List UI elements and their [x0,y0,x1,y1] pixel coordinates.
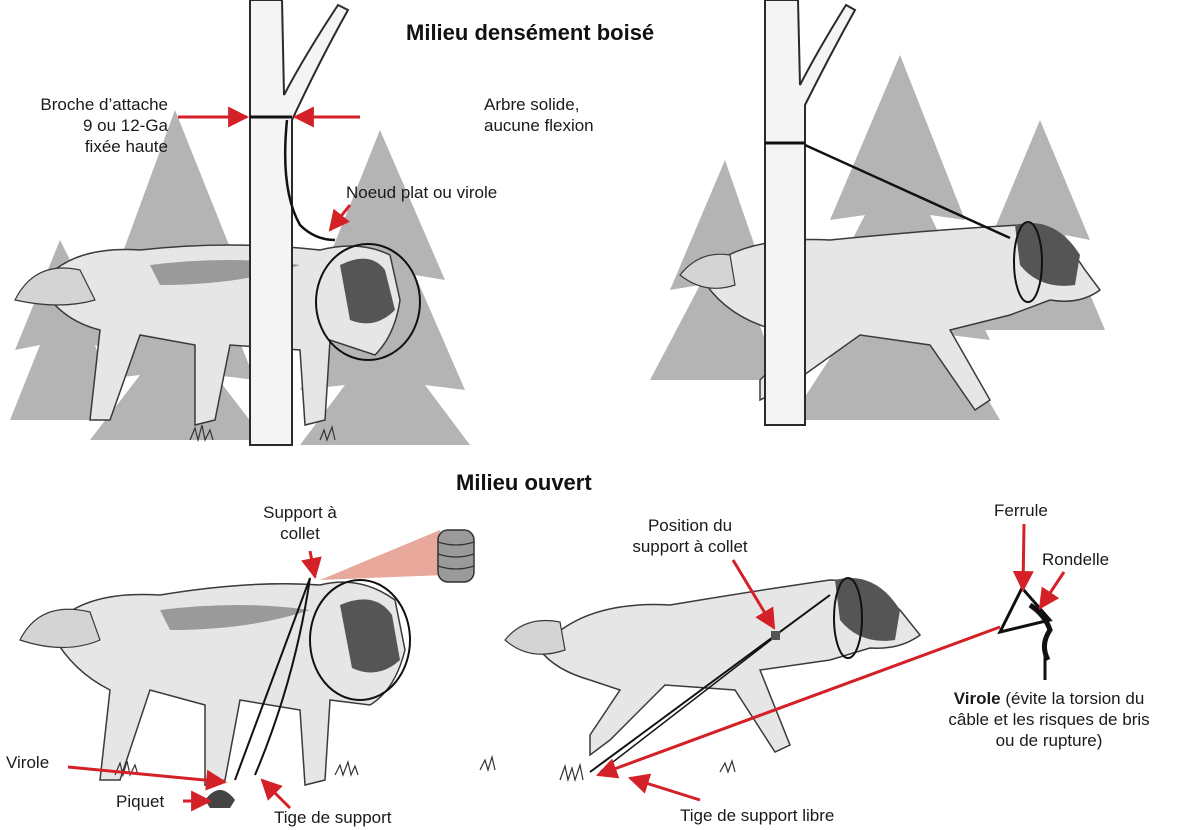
label-swivel-bold: Virole [954,689,1001,708]
label-rod: Tige de support [274,807,392,828]
label-support-line2: collet [240,523,360,544]
open-scene-left [20,530,474,808]
label-tree-line1: Arbre solide, [484,94,594,115]
label-piquet: Piquet [116,791,164,812]
label-position-line2: support à collet [600,536,780,557]
label-swivel-line1: (évite la torsion du [1001,689,1145,708]
label-tree: Arbre solide, aucune flexion [484,94,594,136]
label-swivel-line2: câble et les risques de bris [920,709,1178,730]
label-support-line1: Support à [240,502,360,523]
label-washer: Rondelle [1042,549,1109,570]
label-position-line1: Position du [600,515,780,536]
label-virole-left: Virole [6,752,49,773]
open-scene-middle [480,578,920,780]
label-swivel-line1-wrap: Virole (évite la torsion du [920,688,1178,709]
grass-bottom-middle [480,757,735,780]
forest-scene-left [10,0,470,445]
forest-scene-right [650,0,1105,425]
label-tree-line2: aucune flexion [484,115,594,136]
label-knot: Noeud plat ou virole [346,182,497,203]
label-swivel: Virole (évite la torsion du câble et les… [920,688,1178,751]
label-wire-line2: 9 ou 12-Ga [0,115,168,136]
label-wire-line3: fixée haute [0,136,168,157]
label-swivel-line3: ou de rupture) [920,730,1178,751]
wolf-bottom-left [20,582,405,785]
wolf-bottom-middle [505,578,920,755]
label-position: Position du support à collet [600,515,780,557]
stake [205,790,235,808]
label-support: Support à collet [240,502,360,544]
title-open: Milieu ouvert [456,470,592,496]
label-free-rod: Tige de support libre [680,805,834,826]
title-forest: Milieu densément boisé [406,20,654,46]
label-wire-line1: Broche d’attache [0,94,168,115]
label-ferrule: Ferrule [994,500,1048,521]
label-wire: Broche d’attache 9 ou 12-Ga fixée haute [0,94,168,157]
